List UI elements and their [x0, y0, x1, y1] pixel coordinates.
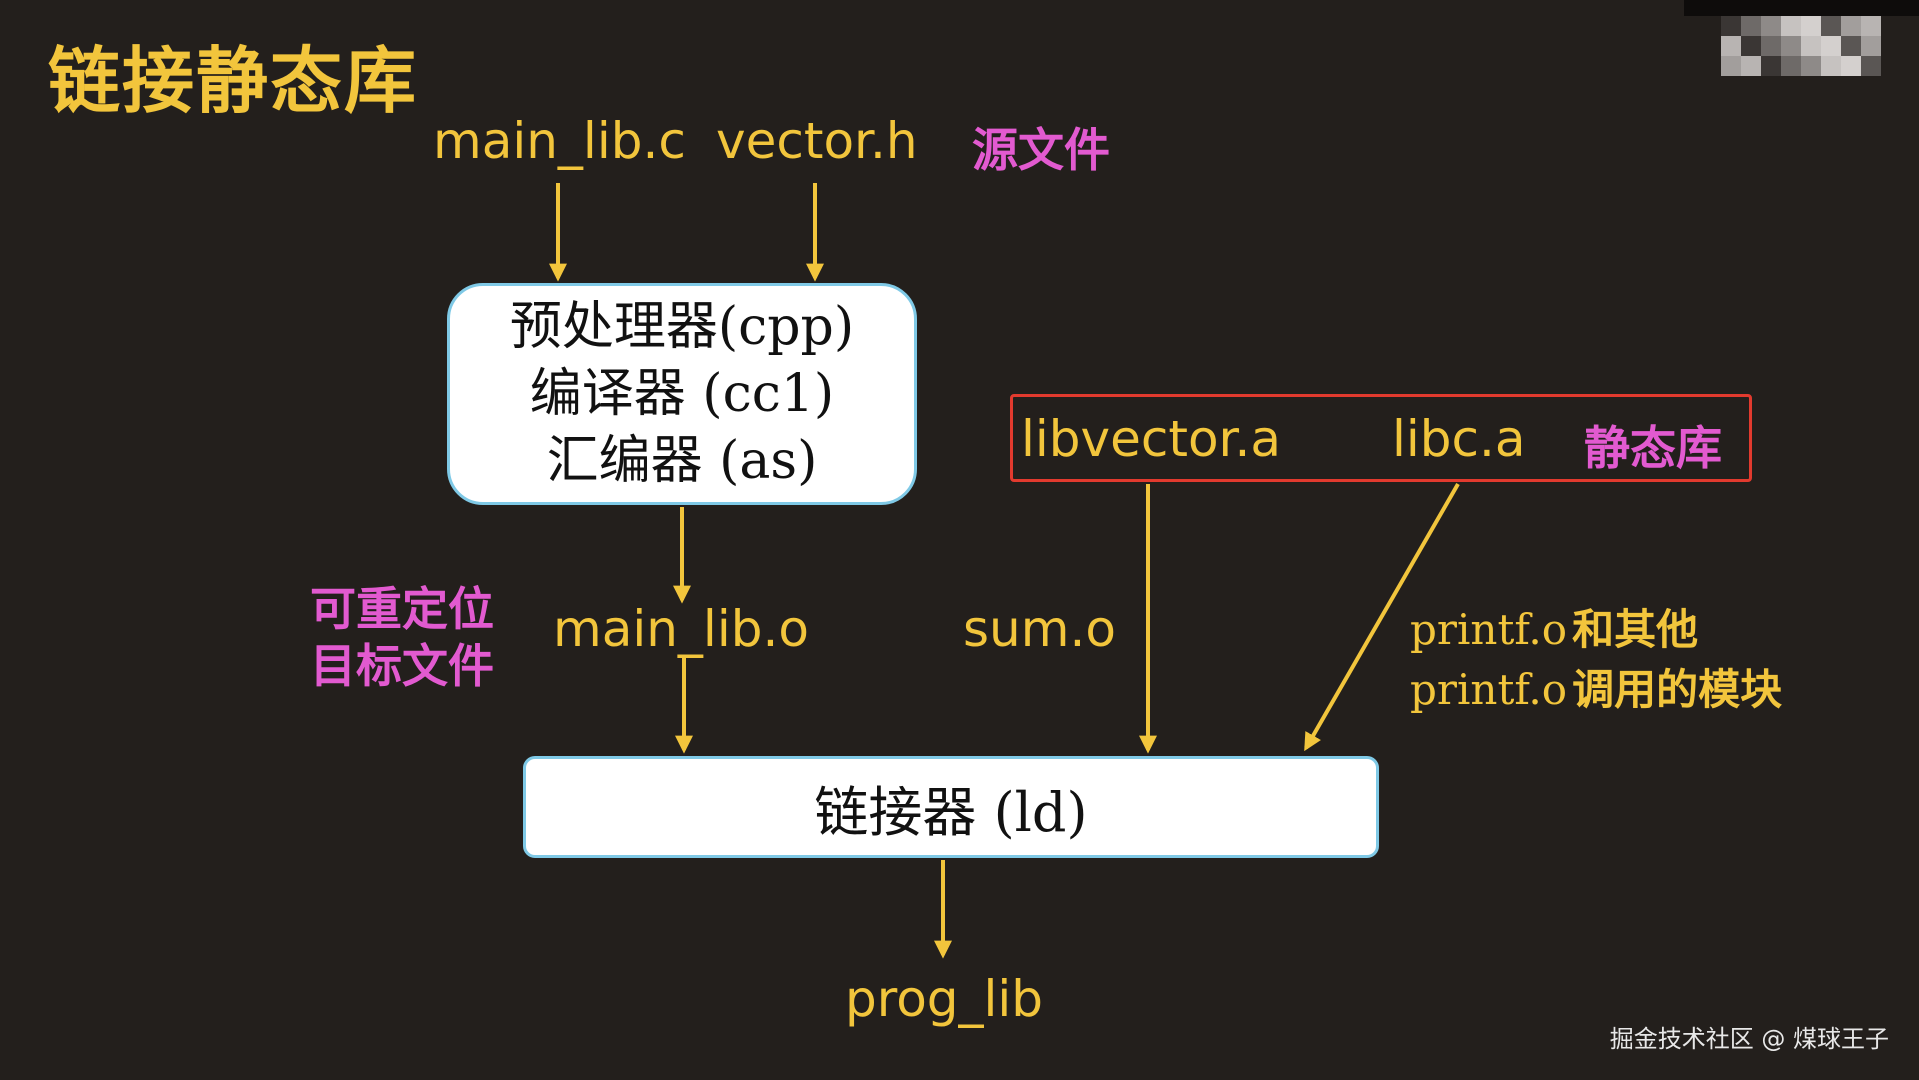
- mosaic-cell: [1821, 16, 1841, 36]
- arrow-libc-to-linker: [1304, 483, 1460, 752]
- relocatable-label-line1: 可重定位: [310, 582, 494, 636]
- mosaic-cell: [1721, 16, 1741, 36]
- mosaic-cell: [1801, 16, 1821, 36]
- mosaic-cell: [1841, 16, 1861, 36]
- mosaic-cell: [1781, 56, 1801, 76]
- printf-code-1: printf.o: [1410, 605, 1568, 654]
- static-lib-libc: libc.a: [1392, 410, 1526, 468]
- mosaic-cell: [1741, 16, 1761, 36]
- mosaic-cell: [1821, 36, 1841, 56]
- mosaic-cell: [1761, 36, 1781, 56]
- mosaic-cell: [1781, 36, 1801, 56]
- compiler-label: 编译器 (cc1): [529, 363, 835, 424]
- linker-label: 链接器 (ld): [814, 780, 1088, 844]
- mosaic-cell: [1861, 16, 1881, 36]
- mosaic-cell: [1741, 56, 1761, 76]
- top-bar: [1684, 0, 1919, 16]
- mosaic-cell: [1821, 56, 1841, 76]
- mosaic-cell: [1721, 36, 1741, 56]
- source-file-vector-h: vector.h: [716, 112, 918, 170]
- static-library-label: 静态库: [1584, 421, 1722, 475]
- printf-note-line1: printf.o 和其他: [1410, 596, 1782, 656]
- source-files-label: 源文件: [972, 123, 1110, 177]
- source-file-main-lib-c: main_lib.c: [433, 112, 686, 170]
- mosaic-cell: [1861, 56, 1881, 76]
- static-lib-libvector: libvector.a: [1021, 410, 1282, 468]
- printf-text-2: 调用的模块: [1572, 665, 1783, 714]
- static-library-group: [1010, 394, 1752, 482]
- printf-text-1: 和其他: [1572, 605, 1699, 654]
- slide-title: 链接静态库: [48, 38, 419, 123]
- blurred-avatar: [1721, 16, 1881, 76]
- footer-watermark: 掘金技术社区 @ 煤球王子: [1609, 1025, 1889, 1053]
- mosaic-cell: [1761, 56, 1781, 76]
- mosaic-cell: [1801, 36, 1821, 56]
- output-prog-lib: prog_lib: [845, 970, 1044, 1028]
- preprocessor-label: 预处理器(cpp): [509, 296, 855, 357]
- mosaic-cell: [1781, 16, 1801, 36]
- mosaic-cell: [1721, 56, 1741, 76]
- mosaic-cell: [1801, 56, 1821, 76]
- object-file-sum-o: sum.o: [963, 600, 1116, 658]
- linker-box: 链接器 (ld): [523, 756, 1379, 858]
- object-file-main-lib-o: main_lib.o: [553, 600, 809, 658]
- printf-note: printf.o 和其他 printf.o 调用的模块: [1410, 596, 1782, 716]
- printf-note-line2: printf.o 调用的模块: [1410, 656, 1782, 716]
- mosaic-cell: [1861, 36, 1881, 56]
- relocatable-label-line2: 目标文件: [310, 639, 494, 693]
- mosaic-cell: [1841, 36, 1861, 56]
- printf-code-2: printf.o: [1410, 665, 1568, 714]
- assembler-label: 汇编器 (as): [546, 430, 818, 491]
- mosaic-cell: [1841, 56, 1861, 76]
- mosaic-cell: [1741, 36, 1761, 56]
- compiler-toolchain-box: 预处理器(cpp) 编译器 (cc1) 汇编器 (as): [447, 283, 917, 505]
- mosaic-cell: [1761, 16, 1781, 36]
